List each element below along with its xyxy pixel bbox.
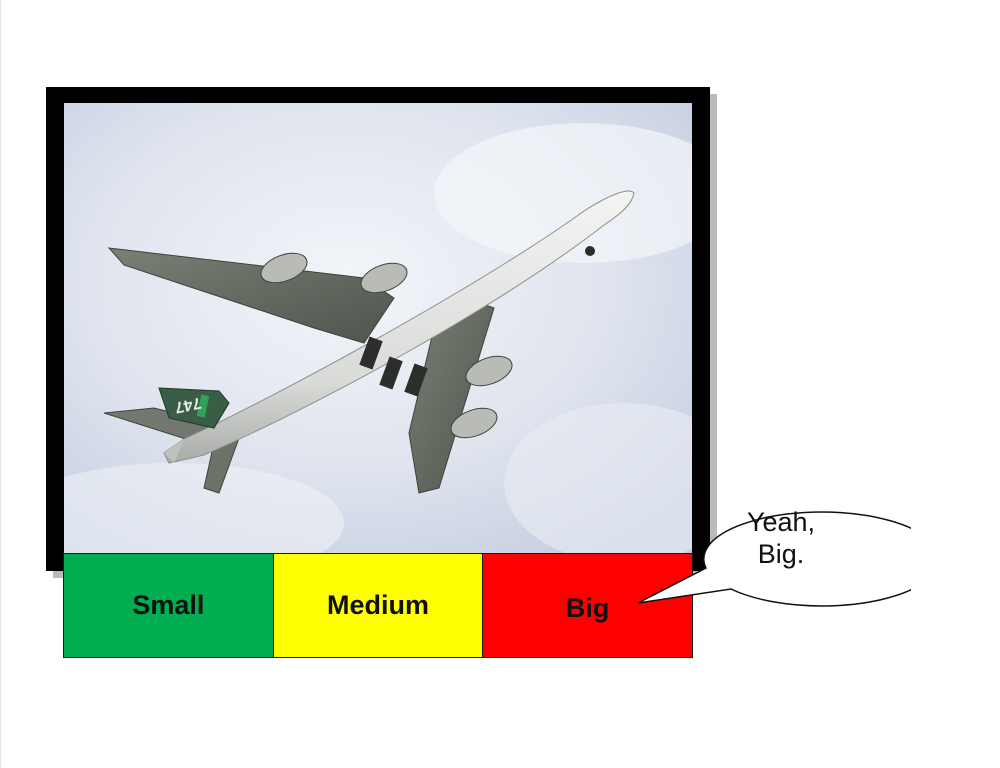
speech-bubble	[637, 511, 911, 607]
scale-small-label: Small	[132, 590, 205, 620]
tail-fin	[158, 387, 230, 429]
speech-bubble-text: Yeah, Big.	[726, 506, 836, 570]
fuselage	[163, 190, 635, 464]
size-scale-bar: Small Medium Big	[63, 553, 693, 658]
airplane-photo: 747	[64, 103, 692, 553]
tail-marking: 747	[173, 394, 203, 416]
speech-line-1: Yeah,	[746, 507, 816, 537]
scale-medium-label: Medium	[327, 590, 430, 620]
scale-medium: Medium	[273, 554, 484, 657]
scale-big-label: Big	[565, 593, 610, 623]
speech-line-2: Big.	[757, 539, 805, 569]
scale-small: Small	[64, 554, 274, 657]
scale-big: Big	[483, 554, 693, 657]
